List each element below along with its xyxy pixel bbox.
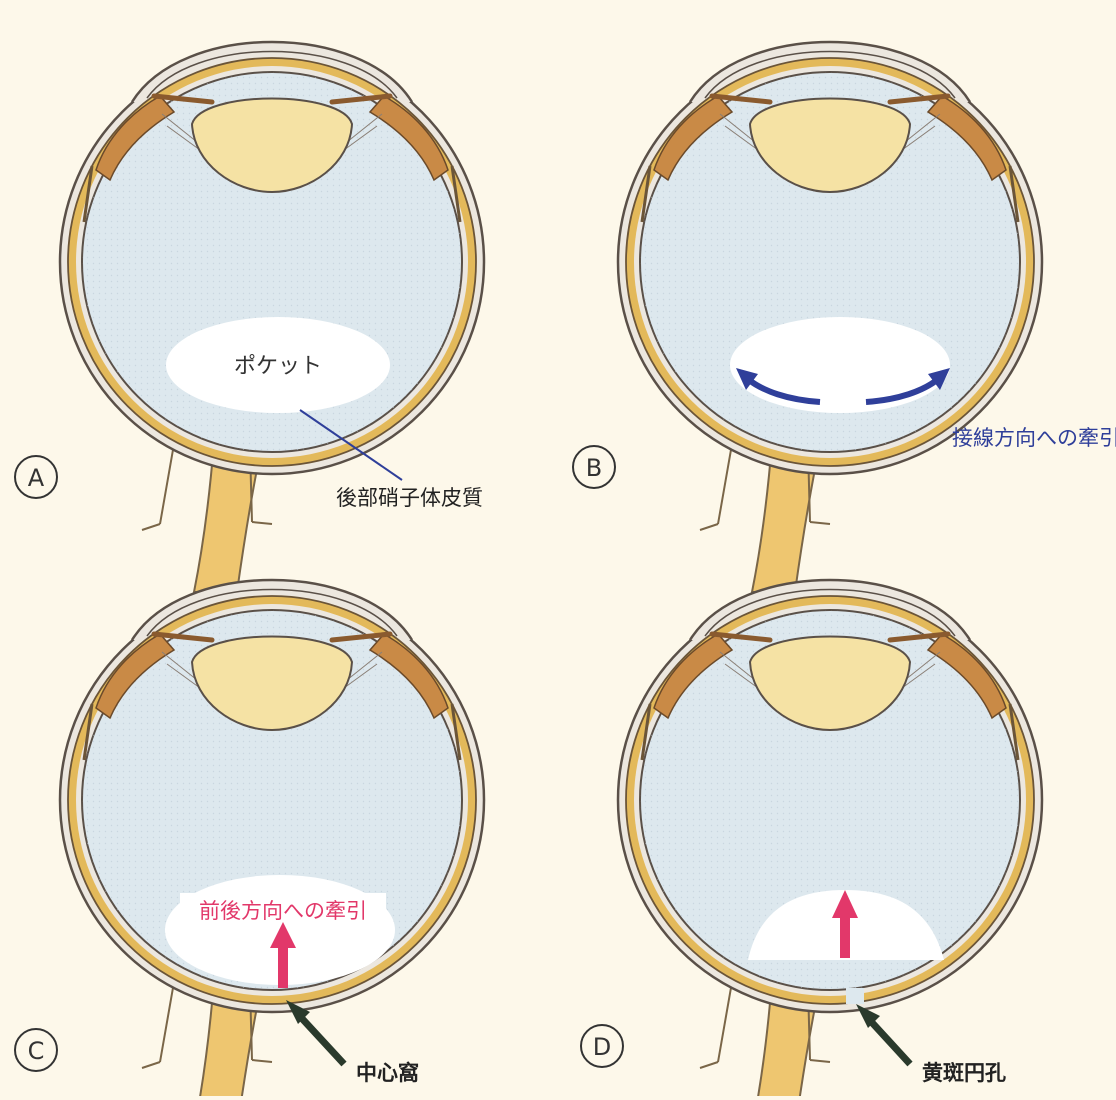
panel-letter-d: D: [593, 1033, 611, 1061]
panel-d: 黄斑円孔 D: [581, 580, 1042, 1096]
anteroposterior-traction-label: 前後方向への牽引: [199, 899, 367, 923]
fovea-label: 中心窩: [356, 1061, 419, 1085]
fovea-pointer-arrow: [296, 1012, 344, 1064]
ap-traction-arrow-shaft: [278, 942, 288, 988]
panel-letter-b: B: [586, 454, 602, 482]
panel-letter-a: A: [28, 464, 45, 492]
vitreous-pocket: [730, 317, 950, 413]
posterior-vitreous-cortex-label: 後部硝子体皮質: [336, 486, 483, 510]
tangential-traction-label: 接線方向への牽引: [952, 426, 1116, 450]
eye-cross-section-c: [60, 580, 484, 1096]
macular-hole-label: 黄斑円孔: [922, 1061, 1006, 1085]
ap-traction-arrow-shaft: [840, 912, 850, 958]
panel-letter-c: C: [28, 1037, 45, 1065]
macular-hole-gap: [846, 988, 864, 1004]
eye-cross-section-d: [618, 580, 1042, 1096]
pocket-label: ポケット: [234, 354, 322, 379]
panel-a: ポケット 後部硝子体皮質 A: [15, 42, 484, 592]
panel-b: 接線方向への牽引 B: [573, 42, 1116, 592]
panel-c: 前後方向への牽引 中心窩 C: [15, 580, 484, 1096]
eye-cross-section-b: [618, 42, 1042, 592]
